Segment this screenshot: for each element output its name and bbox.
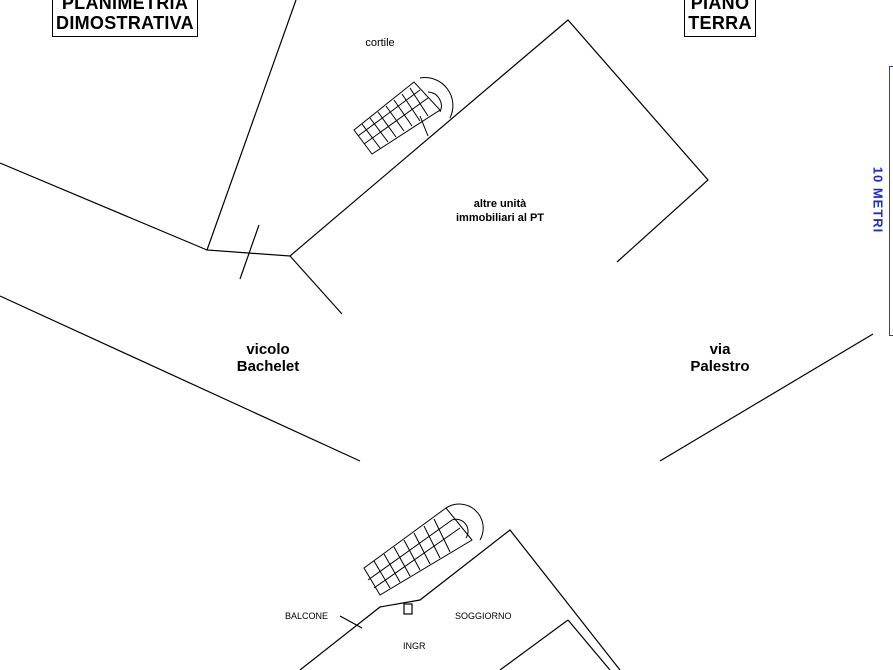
floor-label-line2: TERRA: [688, 13, 752, 33]
living-room-label: SOGGIORNO: [455, 611, 512, 621]
balcony-label: BALCONE: [285, 611, 329, 621]
wall-stub: [0, 162, 208, 251]
street-left-line2: Bachelet: [236, 358, 300, 375]
upper-building-outline: [206, 0, 709, 263]
floor-label-box: PIANO TERRA: [684, 0, 756, 37]
other-units-label: altre unità immobiliari al PT: [430, 197, 570, 225]
floor-label-line1: PIANO: [690, 0, 750, 13]
scale-label: 10 METRI: [870, 166, 886, 234]
wall-hatch: [239, 224, 260, 280]
street-right-line1: via: [709, 341, 731, 358]
street-left-line1: vicolo: [246, 341, 290, 358]
wall-stub: [289, 255, 343, 315]
lower-staircase: [363, 503, 484, 596]
scale-bar: [889, 66, 893, 336]
plan-title-box: PLANIMETRIA DIMOSTRATIVA: [52, 0, 198, 37]
street-right-label: via Palestro: [660, 341, 780, 375]
street-left-label: vicolo Bachelet: [208, 341, 328, 375]
street-right-line2: Palestro: [690, 358, 750, 375]
plan-title-line1: PLANIMETRIA: [61, 0, 189, 13]
courtyard-label: cortile: [365, 37, 395, 49]
street-edge-right: [659, 333, 874, 462]
plan-title-line2: DIMOSTRATIVA: [56, 13, 194, 33]
other-units-line2: immobiliari al PT: [455, 212, 545, 224]
upper-staircase: [353, 77, 454, 155]
street-edge-left: [0, 295, 361, 462]
lower-apartment-outline: [299, 529, 621, 670]
entrance-label: INGR: [403, 641, 426, 651]
other-units-line1: altre unità: [473, 198, 527, 210]
